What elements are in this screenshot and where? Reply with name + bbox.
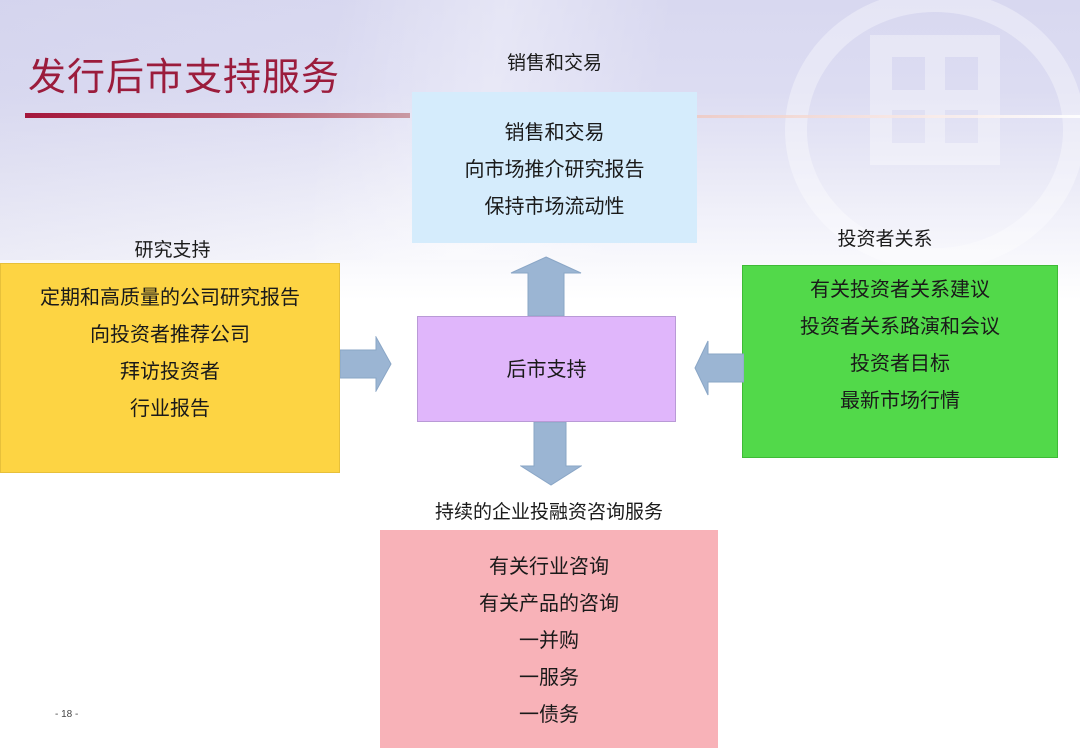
advisory-item: 一债务 <box>519 702 579 726</box>
research-item: 拜访投资者 <box>120 359 220 383</box>
investor-relations-item: 最新市场行情 <box>840 388 960 412</box>
title-underline <box>25 113 410 118</box>
investor-relations-item: 投资者关系路演和会议 <box>800 314 1000 338</box>
center-box: 后市支持 <box>417 316 676 422</box>
investor-relations-heading: 投资者关系 <box>837 228 933 250</box>
advisory-heading: 持续的企业投融资咨询服务 <box>434 501 663 523</box>
research-item: 向投资者推荐公司 <box>90 322 250 346</box>
investor-relations-box: 有关投资者关系建议 投资者关系路演和会议 投资者目标 最新市场行情 <box>742 265 1058 458</box>
center-label: 后市支持 <box>506 356 587 381</box>
sales-item: 向市场推介研究报告 <box>464 157 645 181</box>
sales-item: 销售和交易 <box>504 120 605 144</box>
slide-title: 发行后市支持服务 <box>28 55 341 99</box>
sales-box: 销售和交易 向市场推介研究报告 保持市场流动性 <box>412 92 697 243</box>
arrow-up-icon <box>510 256 582 316</box>
advisory-item: 一服务 <box>519 665 579 689</box>
advisory-box: 有关行业咨询 有关产品的咨询 一并购 一服务 一债务 <box>380 530 718 748</box>
arrow-right-icon <box>340 336 392 392</box>
title-underline-extension <box>697 115 1080 118</box>
advisory-item: 一并购 <box>519 628 579 652</box>
advisory-item: 有关行业咨询 <box>489 554 609 578</box>
sales-item: 保持市场流动性 <box>484 194 625 218</box>
research-box: 定期和高质量的公司研究报告 向投资者推荐公司 拜访投资者 行业报告 <box>0 263 340 473</box>
advisory-item: 有关产品的咨询 <box>479 591 619 615</box>
investor-relations-item: 投资者目标 <box>850 351 950 375</box>
investor-relations-item: 有关投资者关系建议 <box>810 277 990 301</box>
research-heading: 研究支持 <box>134 239 211 261</box>
watermark-logo-icon <box>870 35 1000 165</box>
arrow-left-icon <box>694 340 744 396</box>
sales-heading: 销售和交易 <box>506 52 602 74</box>
research-item: 行业报告 <box>130 396 210 420</box>
page-number: - 18 - <box>55 709 79 720</box>
research-item: 定期和高质量的公司研究报告 <box>40 285 300 309</box>
arrow-down-icon <box>520 422 582 486</box>
